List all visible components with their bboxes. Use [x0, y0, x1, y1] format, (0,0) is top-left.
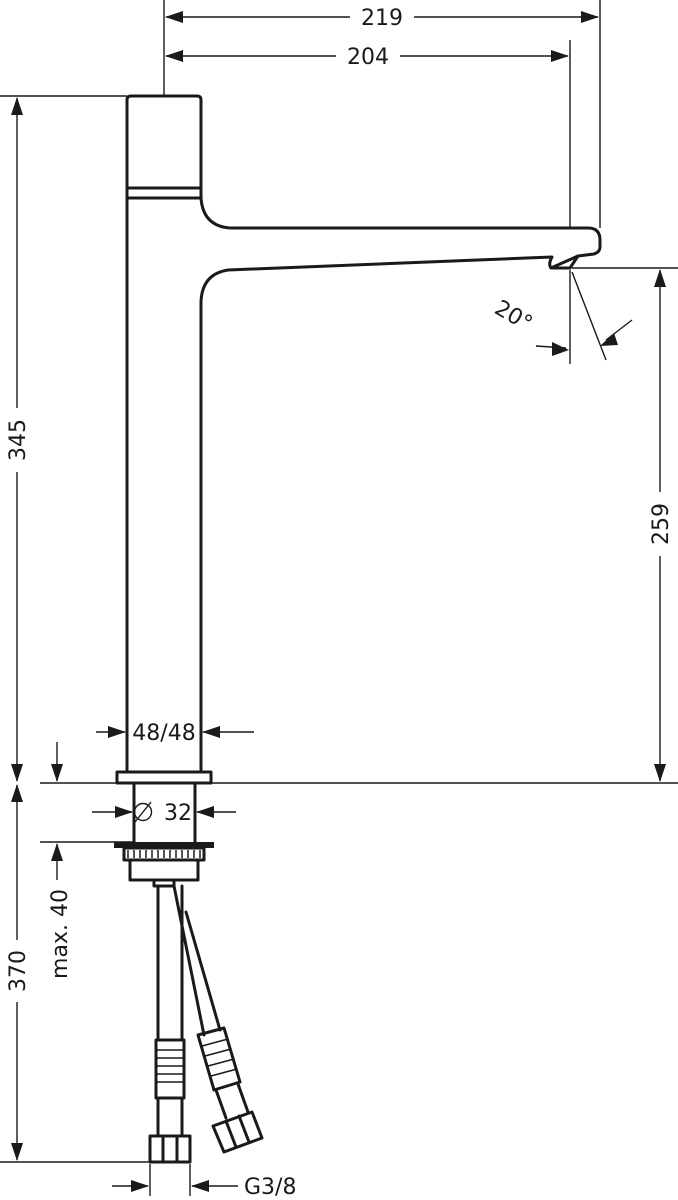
hose-angled-ferrule — [196, 1026, 242, 1092]
dim-counter-thickness: max. 40 — [48, 843, 73, 979]
dim-spout-height: 259 — [572, 267, 678, 782]
dim-spray-angle: 20° — [490, 270, 633, 364]
dim-label-diameter: 32 — [164, 801, 192, 826]
fixing-washer — [114, 842, 214, 848]
dim-hose-length: 370 — [0, 784, 150, 1163]
faucet-body — [125, 196, 602, 774]
dim-countertop-marker — [51, 742, 63, 782]
hose-straight-nut — [148, 1134, 192, 1164]
base-ring — [115, 770, 213, 785]
spout-nozzle — [549, 254, 580, 270]
dim-width-outer: 219 — [163, 0, 601, 228]
hose-straight — [156, 884, 184, 1042]
dim-mount-diameter: 32 — [92, 801, 236, 826]
hose-angled — [172, 884, 222, 1037]
handle-cap — [125, 94, 203, 190]
dim-label-345: 345 — [6, 419, 31, 461]
dim-label-thread: G3/8 — [244, 1175, 296, 1200]
shank-threads — [128, 858, 200, 882]
mounting-shank — [114, 781, 214, 888]
faucet-outline — [115, 94, 602, 785]
fixing-nut — [122, 846, 206, 862]
hose-straight-ferrule — [154, 1038, 186, 1100]
dim-thread: G3/8 — [112, 1164, 296, 1200]
dim-label-259: 259 — [649, 503, 674, 545]
dim-total-height: 345 — [0, 95, 127, 782]
dim-label-48-48: 48/48 — [132, 721, 195, 746]
dim-label-370: 370 — [6, 950, 31, 992]
dim-label-219: 219 — [361, 6, 403, 31]
handle-collar — [125, 186, 203, 200]
dim-label-204: 204 — [347, 45, 389, 70]
dim-width-spout: 204 — [165, 40, 571, 228]
diameter-symbol-icon — [133, 802, 153, 822]
dim-label-angle: 20° — [490, 296, 536, 337]
supply-hoses — [148, 884, 264, 1164]
dim-body-size: 48/48 — [96, 721, 254, 746]
hose-angled-nut — [211, 1110, 264, 1154]
dim-label-max-40: max. 40 — [48, 889, 73, 979]
